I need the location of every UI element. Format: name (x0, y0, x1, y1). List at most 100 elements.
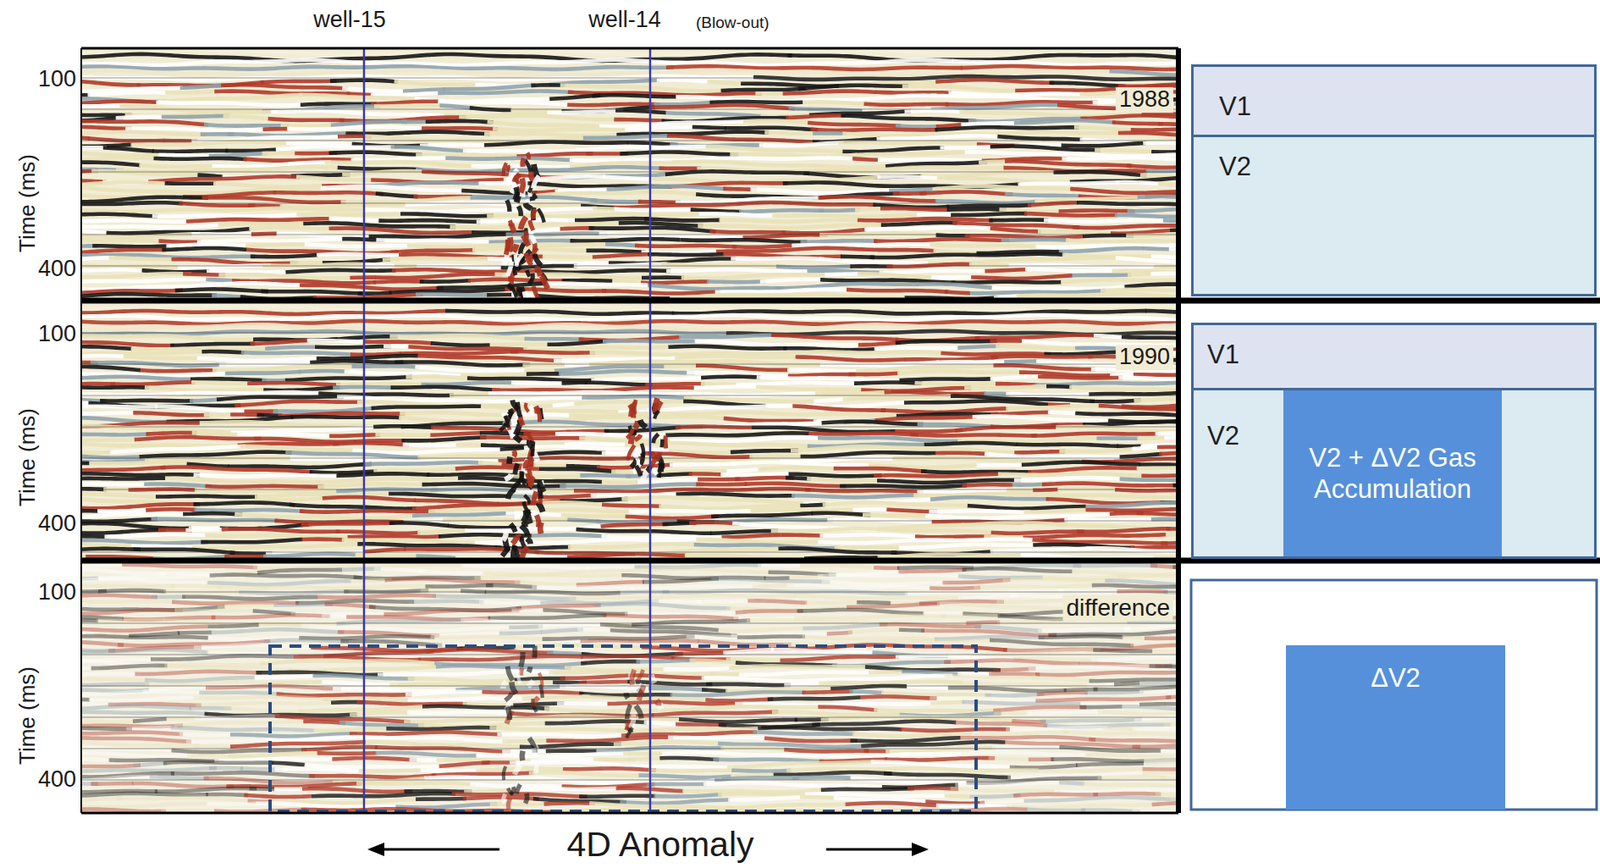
seismic-reflector (1131, 744, 1179, 747)
seismic-reflector (1009, 264, 1162, 268)
seismic-reflector (309, 54, 793, 61)
seismic-reflector (430, 342, 491, 346)
seismic-reflector (399, 412, 485, 414)
time-grid-line (81, 265, 1179, 267)
seismic-reflector (354, 554, 423, 557)
seismic-reflector (110, 446, 246, 453)
seismic-reflector (102, 209, 230, 213)
chaotic-reflection (529, 405, 534, 415)
seismic-reflector (1023, 509, 1092, 513)
seismic-reflector (304, 764, 441, 767)
seismic-reflector (993, 295, 1020, 298)
seismic-reflector (304, 244, 415, 247)
seismic-reflector (81, 132, 209, 135)
seismic-reflector (339, 722, 425, 725)
seismic-reflector (904, 400, 1049, 404)
seismic-reflector (143, 690, 203, 692)
seismic-reflector (524, 574, 626, 576)
seismic-reflector (1151, 256, 1179, 259)
seismic-reflector (309, 360, 403, 363)
chaotic-reflection (510, 524, 516, 532)
seismic-reflector (973, 584, 1093, 588)
seismic-reflector (733, 444, 811, 447)
seismic-reflector (104, 534, 206, 537)
seismic-reflector (115, 116, 167, 119)
seismic-reflector (879, 623, 982, 627)
seismic-reflector (263, 553, 357, 557)
seismic-reflector (763, 304, 1179, 310)
chaotic-reflection (535, 266, 541, 276)
chaotic-reflection (626, 428, 633, 438)
seismic-reflector (165, 91, 216, 93)
seismic-reflector (186, 218, 331, 221)
seismic-reflector (81, 736, 192, 742)
seismic-reflector (241, 352, 352, 354)
seismic-reflector (81, 333, 133, 338)
seismic-reflector (192, 432, 243, 435)
seismic-reflector (281, 125, 332, 127)
seismic-reflector (722, 649, 774, 653)
seismic-reflector (81, 182, 166, 186)
seismic-reflector (1031, 677, 1092, 681)
seismic-reflector (609, 416, 729, 420)
seismic-reflector (1014, 451, 1065, 453)
chaotic-reflection (517, 513, 521, 520)
seismic-reflector (81, 229, 107, 233)
seismic-reflector (751, 500, 812, 504)
seismic-reflector (197, 358, 325, 361)
seismic-reflector (1121, 336, 1179, 339)
seismic-reflector (989, 338, 1024, 343)
seismic-reflector (81, 136, 90, 138)
chaotic-reflection (529, 440, 533, 447)
seismic-reflector (412, 513, 514, 516)
seismic-reflector (800, 562, 843, 568)
seismic-reflector (336, 383, 430, 385)
seismic-reflector (1123, 623, 1179, 629)
seismic-reflector (187, 256, 255, 258)
seismic-reflector (481, 691, 584, 694)
seismic-reflector (363, 136, 465, 141)
seismic-reflector (899, 378, 993, 381)
seismic-reflector (1132, 728, 1179, 729)
seismic-reflector (670, 691, 806, 696)
seismic-reflector (225, 149, 276, 152)
chaotic-reflection (507, 284, 511, 290)
seismic-reflector (606, 186, 726, 190)
seismic-reflector (492, 128, 629, 131)
seismic-reflector (1076, 528, 1170, 531)
seismic-reflector (960, 736, 1096, 740)
seismic-reflector (364, 548, 407, 552)
seismic-reflector (1143, 761, 1179, 764)
seismic-reflector (1024, 213, 1118, 216)
seismic-reflector (718, 628, 804, 631)
seismic-reflector (783, 749, 869, 751)
seismic-reflector (285, 452, 421, 458)
seismic-reflector (877, 159, 988, 160)
seismic-reflector (787, 55, 1179, 61)
seismic-reflector (298, 94, 418, 100)
seismic-reflector (706, 157, 860, 160)
seismic-reflector (751, 427, 896, 432)
seismic-reflector (296, 213, 407, 215)
seismic-reflector (537, 495, 597, 498)
seismic-reflector (1075, 762, 1144, 765)
seismic-reflector (1082, 421, 1179, 425)
seismic-reflector (850, 737, 961, 741)
seismic-reflector (88, 697, 199, 701)
seismic-reflector (407, 711, 518, 714)
seismic-reflector (375, 432, 435, 437)
seismic-reflector (81, 684, 149, 685)
seismic-reflector (343, 493, 395, 495)
seismic-reflector (787, 369, 864, 372)
seismic-reflector (204, 124, 289, 127)
seismic-reflector (320, 186, 465, 191)
seismic-reflector (1092, 584, 1179, 588)
seismic-reflector (217, 605, 277, 608)
chaotic-reflection (516, 253, 524, 266)
seismic-reflector (1141, 473, 1179, 478)
seismic-reflector (1069, 386, 1179, 392)
seismic-reflector (81, 697, 90, 702)
seismic-reflector (303, 222, 456, 227)
seismic-reflector (998, 209, 1067, 211)
seismic-reflector (81, 617, 99, 623)
